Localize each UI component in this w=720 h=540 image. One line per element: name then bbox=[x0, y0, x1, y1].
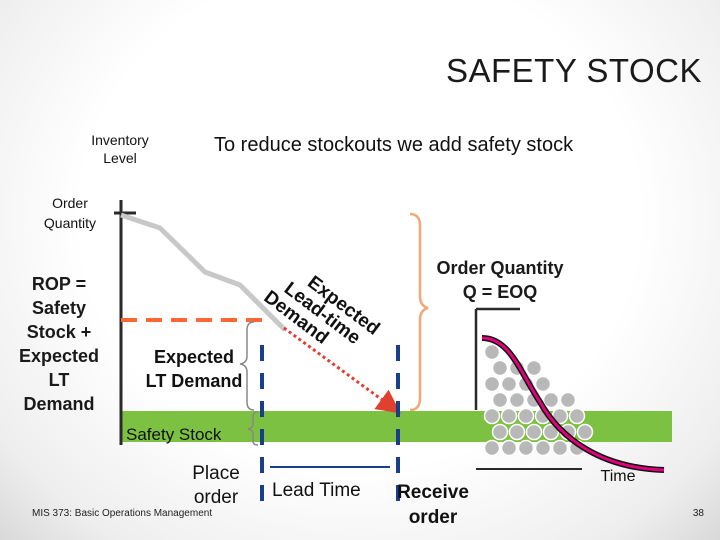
distribution-dot bbox=[525, 423, 543, 441]
demand-line bbox=[120, 212, 287, 332]
receive-order-label: Receive order bbox=[388, 480, 478, 530]
expected-lt-demand-line1: Expected bbox=[153, 347, 235, 367]
rop-line2: Safety bbox=[31, 298, 87, 318]
x-axis-label: Time bbox=[600, 468, 636, 485]
slide-title: SAFETY STOCK bbox=[445, 52, 702, 89]
safety-stock-brace bbox=[247, 411, 259, 446]
distribution-dot bbox=[508, 391, 526, 409]
distribution-dot bbox=[568, 407, 586, 425]
distribution-dot bbox=[576, 423, 594, 441]
safety-stock-label: Safety Stock bbox=[126, 425, 222, 444]
rop-line5: LT bbox=[48, 370, 70, 390]
order-quantity-line1: Order bbox=[52, 195, 88, 211]
lt-demand-brace bbox=[239, 321, 255, 411]
distribution-dot bbox=[500, 375, 518, 393]
distribution-dot bbox=[491, 423, 509, 441]
expected-lt-demand-line2: LT Demand bbox=[145, 371, 243, 391]
distribution-dot bbox=[508, 423, 526, 441]
distribution-dot bbox=[542, 391, 560, 409]
order-quantity-brace bbox=[409, 212, 429, 412]
distribution-dot bbox=[491, 391, 509, 409]
arc-text-group: Expected Lead-time Demand bbox=[260, 272, 384, 349]
distribution-curve bbox=[481, 336, 665, 472]
distribution-dot bbox=[517, 407, 535, 425]
distribution-dot bbox=[534, 375, 552, 393]
receive-order-line1: Receive bbox=[397, 482, 469, 503]
place-order-line1: Place bbox=[192, 463, 240, 484]
distribution-dot bbox=[483, 343, 501, 361]
rop-line6: Demand bbox=[23, 394, 95, 414]
distribution-dot bbox=[525, 359, 543, 377]
distribution-dot bbox=[483, 375, 501, 393]
place-order-label: Place order bbox=[180, 462, 252, 510]
distribution-dot bbox=[534, 439, 552, 457]
order-quantity-eoq-line1: Order Quantity bbox=[436, 258, 564, 278]
rop-line4: Expected bbox=[18, 346, 100, 366]
receive-order-line2: order bbox=[408, 507, 458, 528]
footer-text: MIS 373: Basic Operations Management bbox=[32, 508, 213, 519]
distribution-dot bbox=[542, 423, 560, 441]
distribution-dot bbox=[517, 439, 535, 457]
distribution-dot bbox=[551, 439, 569, 457]
rop-line1: ROP = bbox=[31, 274, 87, 294]
distribution-dot bbox=[483, 407, 501, 425]
distribution-dot bbox=[500, 407, 518, 425]
order-quantity-eoq-line2: Q = EOQ bbox=[462, 282, 538, 302]
demand-distribution-circles bbox=[483, 343, 594, 457]
distribution-dot bbox=[483, 439, 501, 457]
slide-subtitle: To reduce stockouts we add safety stock bbox=[214, 134, 574, 156]
place-order-line2: order bbox=[193, 487, 239, 508]
expected-lt-demand-label: Expected LT Demand bbox=[138, 345, 250, 393]
distribution-dot bbox=[500, 439, 518, 457]
distribution-dot bbox=[491, 359, 509, 377]
lead-time-label: Lead Time bbox=[272, 480, 361, 501]
y-axis-label: Inventory Level bbox=[70, 131, 170, 167]
rop-label: ROP = Safety Stock + Expected LT Demand bbox=[4, 272, 114, 416]
order-quantity-eoq-label: Order Quantity Q = EOQ bbox=[418, 256, 582, 304]
page-number: 38 bbox=[692, 508, 704, 519]
y-axis-label-line2: Level bbox=[103, 150, 137, 166]
y-axis-label-line1: Inventory bbox=[91, 132, 149, 148]
rop-line3: Stock + bbox=[26, 322, 92, 342]
order-quantity-line2: Quantity bbox=[43, 215, 97, 231]
order-quantity-label: Order Quantity bbox=[30, 193, 110, 233]
lead-time-demand-arrow bbox=[283, 326, 401, 414]
distribution-dot bbox=[559, 391, 577, 409]
